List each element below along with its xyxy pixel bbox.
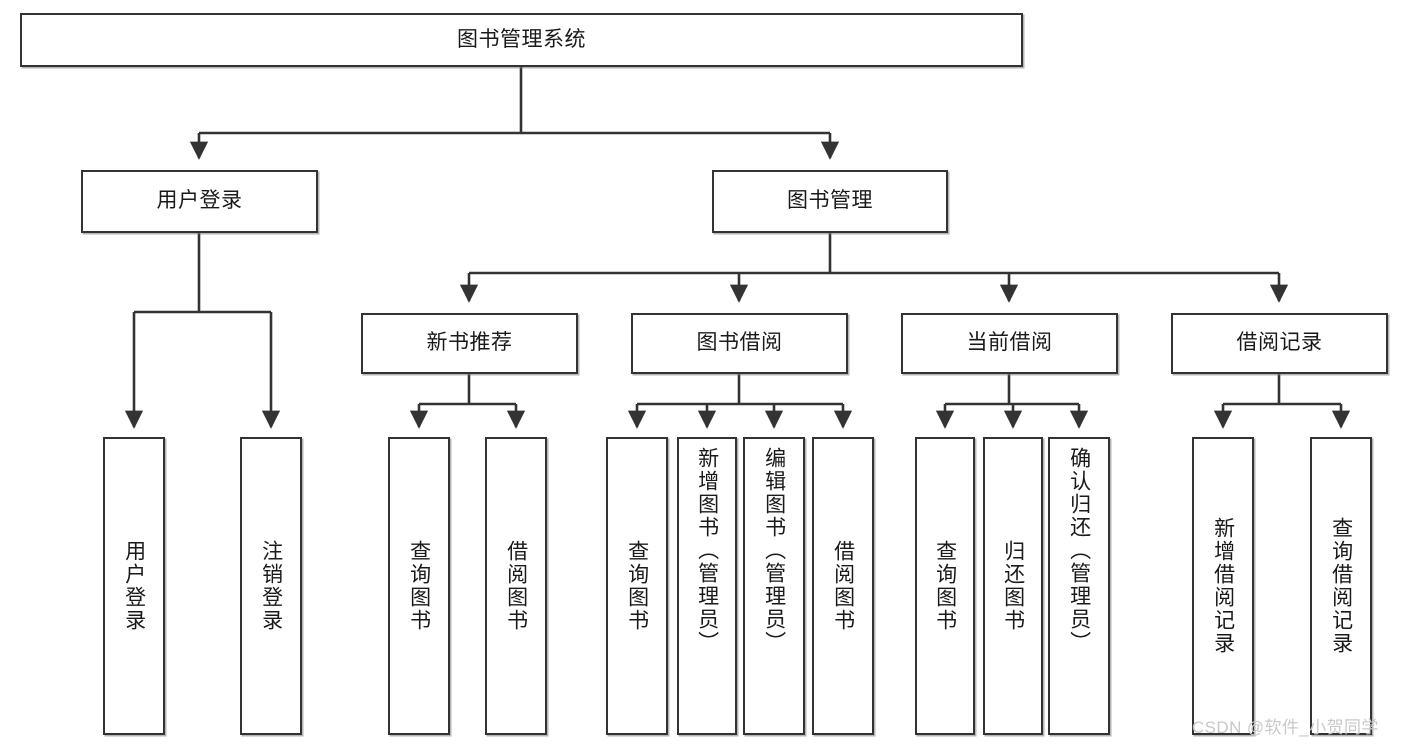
node-leaf-query-book-recommend[interactable]: 查询图书 [388,437,450,735]
node-borrow-record[interactable]: 借阅记录 [1171,313,1388,374]
node-leaf-query-book-current[interactable]: 查询图书 [915,437,975,735]
node-leaf-query-book-borrow[interactable]: 查询图书 [606,437,668,735]
node-leaf-query-borrow-record[interactable]: 查询借阅记录 [1310,437,1372,735]
node-leaf-borrow-book[interactable]: 借阅图书 [812,437,874,735]
node-label: 用户登录 [122,540,146,632]
node-label: 查询借阅记录 [1329,517,1353,655]
node-label: 归还图书 [1001,540,1025,632]
node-label: 图书管理 [787,189,873,213]
node-leaf-add-borrow-record[interactable]: 新增借阅记录 [1192,437,1254,735]
node-label: 新增借阅记录 [1211,517,1235,655]
node-label: 确认归还（管理员） [1067,447,1091,654]
node-label: 当前借阅 [966,331,1053,355]
node-leaf-borrow-book-recommend[interactable]: 借阅图书 [485,437,547,735]
node-leaf-return-book[interactable]: 归还图书 [983,437,1043,735]
node-leaf-add-book-admin[interactable]: 新增图书（管理员） [677,437,737,735]
node-label: 注销登录 [259,540,283,632]
node-label: 用户登录 [156,189,243,213]
node-label: 借阅图书 [504,540,528,632]
node-leaf-user-login[interactable]: 用户登录 [103,437,165,735]
node-new-book-recommend[interactable]: 新书推荐 [361,313,578,374]
node-label: 图书借阅 [696,331,783,355]
node-label: 借阅记录 [1236,331,1323,355]
node-label: 查询图书 [407,540,431,632]
node-label: 借阅图书 [831,540,855,632]
node-label: 图书管理系统 [457,27,586,51]
node-label: 编辑图书（管理员） [762,447,786,654]
node-current-borrow[interactable]: 当前借阅 [901,313,1118,374]
node-label: 查询图书 [625,540,649,632]
node-root-system[interactable]: 图书管理系统 [20,13,1023,67]
node-leaf-confirm-return-admin[interactable]: 确认归还（管理员） [1048,437,1110,735]
node-leaf-edit-book-admin[interactable]: 编辑图书（管理员） [743,437,805,735]
node-book-borrow[interactable]: 图书借阅 [631,313,848,374]
node-leaf-user-logout[interactable]: 注销登录 [240,437,302,735]
node-label: 新书推荐 [426,331,513,355]
node-label: 新增图书（管理员） [695,447,719,654]
node-user-login[interactable]: 用户登录 [81,170,318,233]
node-label: 查询图书 [933,540,957,632]
csdn-watermark: CSDN @软件_小贺同学 [1192,718,1379,737]
node-book-manage[interactable]: 图书管理 [712,170,948,233]
